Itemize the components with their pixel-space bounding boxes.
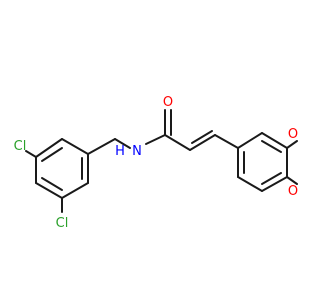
atom-label-oxygen-ring-bottom: O: [288, 184, 298, 199]
bond: [145, 134, 166, 145]
bond: [61, 138, 89, 155]
dioxole-bonds: [286, 140, 298, 185]
bond: [25, 150, 37, 158]
bond: [237, 132, 263, 149]
bond-double: [191, 130, 213, 144]
chemical-structure-canvas: O N H Cl Cl O O: [14, 95, 298, 231]
atom-label-nitrogen: N: [132, 144, 142, 159]
molecule-diagram: O N H Cl Cl O O: [14, 95, 298, 231]
atom-label-oxygen-carbonyl: O: [163, 95, 173, 110]
bond: [261, 176, 288, 192]
bond: [286, 140, 298, 149]
bond: [35, 138, 63, 158]
bond: [261, 132, 288, 149]
bond: [214, 134, 239, 149]
bonds: [35, 109, 288, 199]
atom-label-oxygen-ring-top: O: [288, 127, 298, 142]
bond-double-inner: [261, 140, 282, 153]
bond: [87, 138, 116, 155]
atom-labels: O N H Cl Cl O O: [14, 95, 298, 231]
bond-double-inner: [41, 177, 63, 191]
bond: [114, 138, 131, 149]
bond: [286, 176, 298, 185]
chlorine-bonds: [25, 150, 63, 213]
bond: [237, 176, 263, 192]
bond-double-inner: [41, 147, 63, 162]
atom-label-chlorine-upper: Cl: [14, 139, 27, 154]
bond: [164, 134, 191, 151]
bond: [61, 182, 89, 199]
bond-double-inner: [261, 172, 282, 185]
bond: [35, 182, 63, 199]
bond: [189, 134, 216, 151]
atom-label-hydrogen: H: [115, 144, 125, 159]
atom-label-chlorine-lower: Cl: [56, 216, 69, 231]
